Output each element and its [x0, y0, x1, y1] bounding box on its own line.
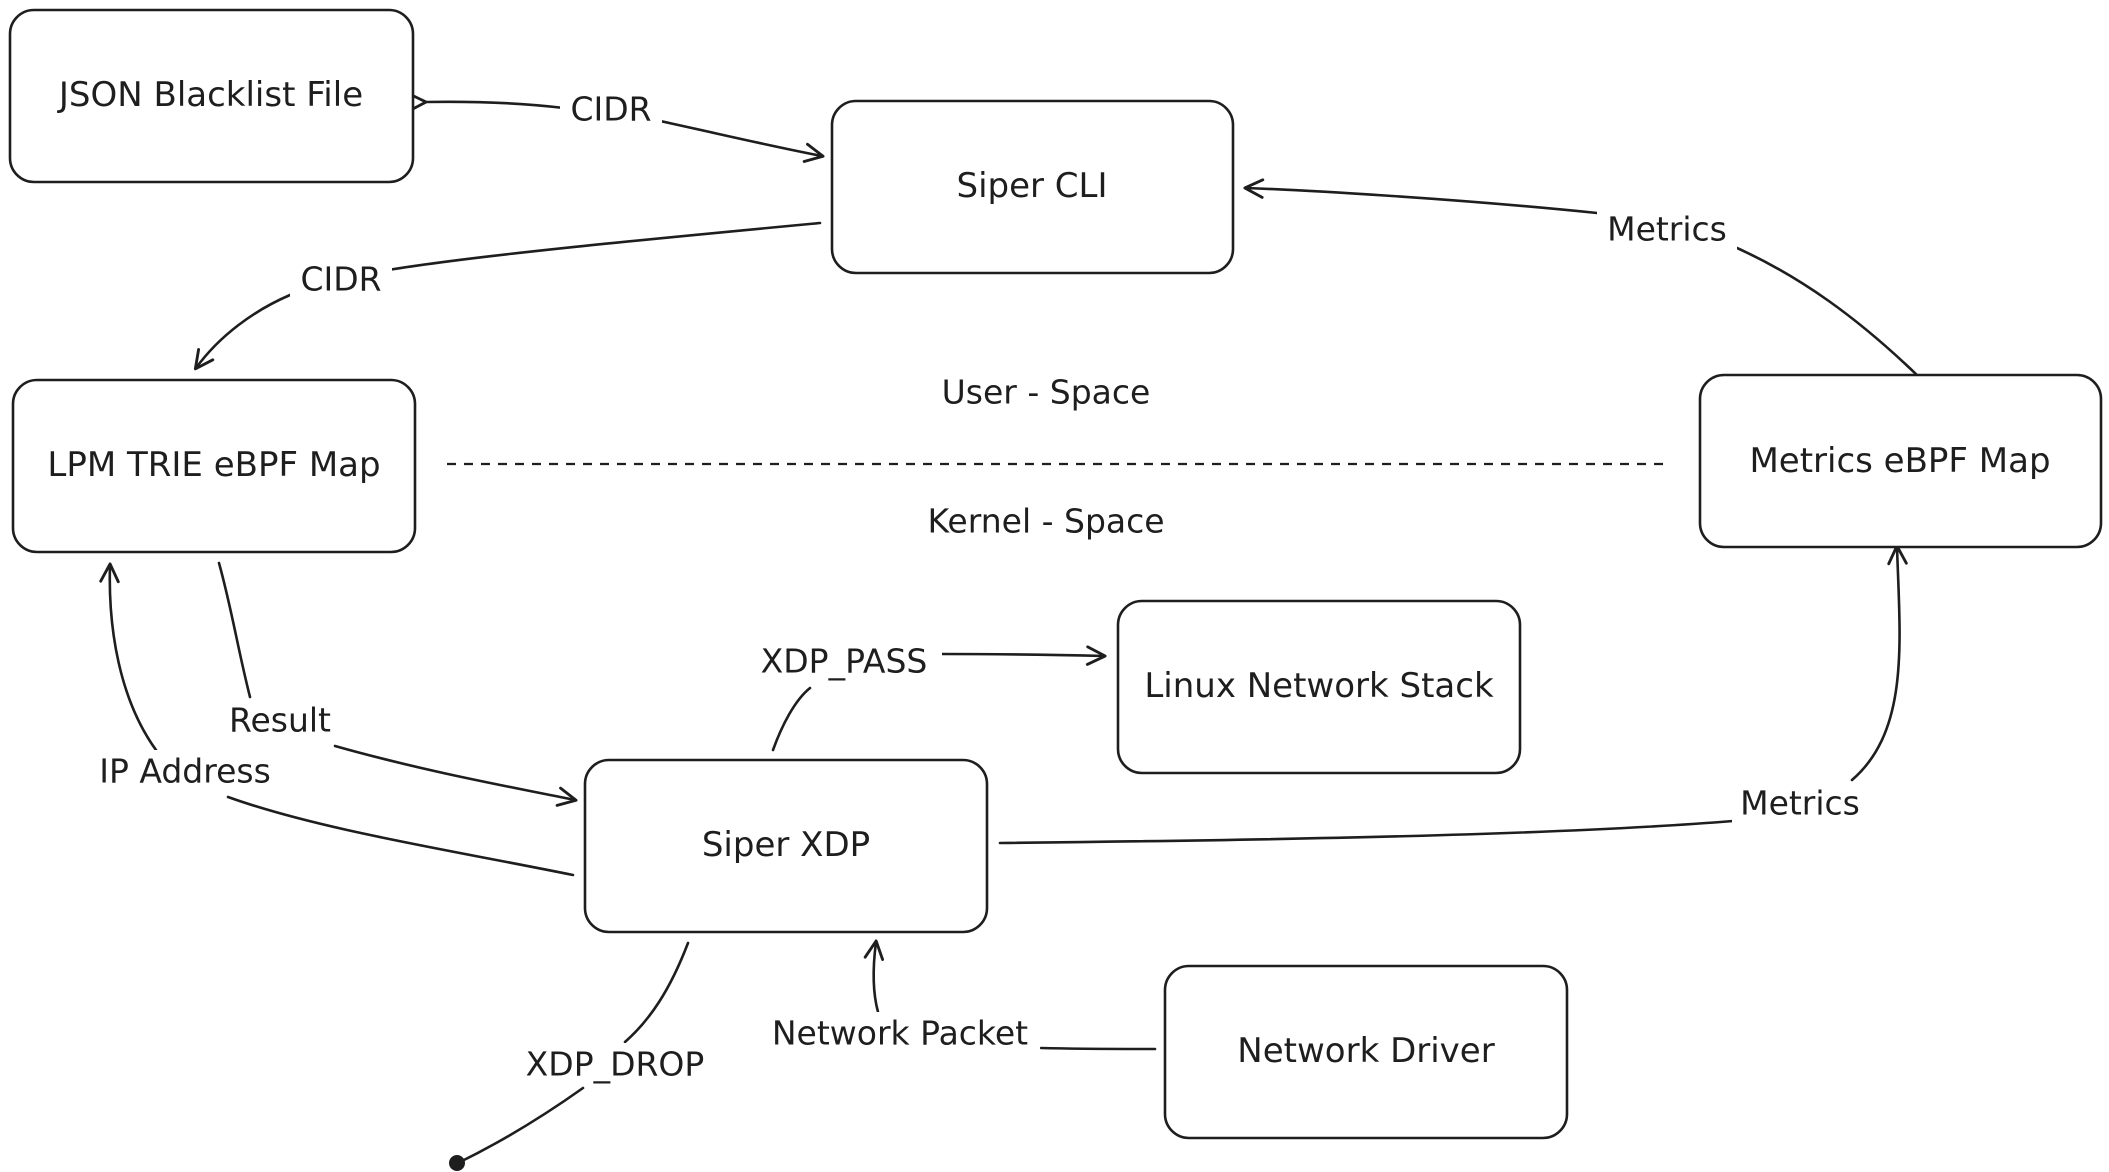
svg-text:Network Driver: Network Driver: [1237, 1031, 1494, 1071]
label-cidr-blacklist-cli: CIDR: [560, 88, 662, 130]
svg-text:Network Packet: Network Packet: [772, 1014, 1028, 1053]
svg-text:Metrics eBPF Map: Metrics eBPF Map: [1749, 441, 2050, 481]
svg-text:Siper CLI: Siper CLI: [956, 166, 1107, 206]
edge-xdp-drop: [449, 941, 690, 1171]
svg-text:Siper XDP: Siper XDP: [702, 825, 870, 865]
label-result: Result: [220, 699, 340, 741]
label-network-packet: Network Packet: [760, 1012, 1040, 1054]
node-lpm-trie-ebpf-map[interactable]: LPM TRIE eBPF Map: [11, 378, 417, 554]
edge-result: [217, 561, 578, 807]
svg-text:Metrics: Metrics: [1607, 210, 1727, 249]
svg-text:CIDR: CIDR: [300, 260, 381, 299]
label-xdp-pass: XDP_PASS: [746, 640, 942, 682]
label-cidr-cli-lpm: CIDR: [290, 258, 392, 300]
edge-ip-address: [99, 562, 575, 877]
svg-text:XDP_DROP: XDP_DROP: [526, 1045, 705, 1084]
svg-text:Linux Network Stack: Linux Network Stack: [1144, 666, 1494, 706]
svg-text:XDP_PASS: XDP_PASS: [761, 642, 928, 681]
svg-text:CIDR: CIDR: [570, 90, 651, 129]
user-space-label: User - Space: [942, 373, 1151, 412]
node-metrics-ebpf-map[interactable]: Metrics eBPF Map: [1698, 373, 2103, 549]
edge-metrics-map-cli: [1243, 178, 1920, 378]
edge-cli-lpm: [193, 221, 822, 371]
edge-blacklist-cli: [406, 92, 825, 163]
kernel-space-label: Kernel - Space: [927, 502, 1164, 541]
svg-text:LPM TRIE eBPF Map: LPM TRIE eBPF Map: [47, 445, 380, 485]
label-metrics-xdp-map: Metrics: [1732, 782, 1868, 824]
edge-xdp-metrics: [998, 544, 1908, 845]
label-xdp-drop: XDP_DROP: [506, 1043, 724, 1085]
label-ip-address: IP Address: [78, 750, 292, 792]
node-network-driver[interactable]: Network Driver: [1163, 964, 1569, 1140]
label-metrics-map-cli: Metrics: [1597, 208, 1737, 250]
edge-network-packet: [863, 939, 1157, 1051]
node-linux-network-stack[interactable]: Linux Network Stack: [1116, 599, 1522, 775]
svg-text:IP Address: IP Address: [99, 752, 271, 791]
svg-text:Result: Result: [229, 701, 331, 740]
node-json-blacklist-file[interactable]: JSON Blacklist File: [8, 8, 415, 184]
node-siper-cli[interactable]: Siper CLI: [830, 99, 1235, 275]
svg-text:JSON Blacklist File: JSON Blacklist File: [57, 75, 363, 115]
node-siper-xdp[interactable]: Siper XDP: [583, 758, 989, 934]
svg-text:Metrics: Metrics: [1740, 784, 1860, 823]
edge-xdp-pass: [771, 645, 1107, 752]
drop-terminal-dot: [449, 1155, 465, 1171]
